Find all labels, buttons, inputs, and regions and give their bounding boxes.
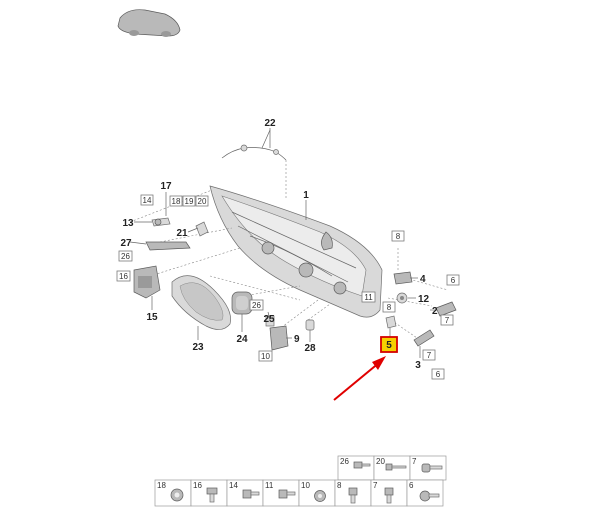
highlighted-callout-5[interactable]: 5 bbox=[380, 336, 398, 353]
legend-label-8: 8 bbox=[337, 481, 342, 490]
ref-box-11: 11 bbox=[361, 291, 376, 303]
callout-5: 5 bbox=[386, 340, 392, 351]
ref-box-7-right: 7 bbox=[440, 314, 454, 326]
callout-21: 21 bbox=[176, 228, 188, 239]
svg-text:26: 26 bbox=[252, 301, 261, 310]
ref-box-20: 20 bbox=[195, 195, 209, 207]
speaker-part bbox=[231, 291, 253, 315]
bolt-icon bbox=[385, 463, 407, 471]
ref-box-18: 18 bbox=[169, 195, 183, 207]
svg-text:7: 7 bbox=[445, 316, 450, 325]
callout-27: 27 bbox=[120, 238, 132, 249]
svg-text:19: 19 bbox=[185, 197, 194, 206]
callout-22: 22 bbox=[264, 118, 276, 129]
handle-rod-part bbox=[145, 241, 191, 251]
svg-text:8: 8 bbox=[396, 232, 401, 241]
ref-box-8-top: 8 bbox=[391, 230, 405, 242]
callout-23: 23 bbox=[192, 342, 204, 353]
bolt-icon bbox=[353, 461, 371, 469]
legend-label-7: 7 bbox=[373, 481, 378, 490]
callout-12: 12 bbox=[418, 294, 430, 305]
nut-icon bbox=[170, 488, 184, 502]
screw-part-13 bbox=[151, 217, 171, 227]
fastener-legend-bottom: 18 16 14 11 10 8 7 6 bbox=[154, 479, 444, 507]
callout-28: 28 bbox=[304, 343, 316, 354]
callout-17: 17 bbox=[160, 181, 172, 192]
door-shell-part bbox=[209, 185, 383, 318]
svg-text:11: 11 bbox=[364, 293, 373, 302]
striker-part-2 bbox=[435, 301, 457, 317]
grommet-part-12 bbox=[396, 292, 408, 304]
svg-text:20: 20 bbox=[198, 197, 207, 206]
ref-box-19: 19 bbox=[182, 195, 196, 207]
ref-box-26-mid: 26 bbox=[249, 299, 264, 311]
legend-label-11: 11 bbox=[265, 481, 274, 490]
ref-box-10: 10 bbox=[258, 350, 273, 362]
clip-part-28 bbox=[305, 319, 315, 331]
screw-icon bbox=[206, 487, 218, 503]
callout-13: 13 bbox=[122, 218, 134, 229]
boxed-labels: 14 18 19 20 26 16 26 10 8 11 8 6 7 7 6 bbox=[116, 194, 460, 380]
svg-text:26: 26 bbox=[121, 252, 130, 261]
bolt-icon bbox=[278, 489, 296, 499]
svg-text:7: 7 bbox=[427, 351, 432, 360]
legend-label-20: 20 bbox=[376, 457, 385, 466]
ref-box-26-left: 26 bbox=[118, 250, 133, 262]
ref-box-14: 14 bbox=[140, 194, 154, 206]
legend-label-14: 14 bbox=[229, 481, 238, 490]
screw-icon bbox=[384, 487, 394, 504]
svg-text:18: 18 bbox=[172, 197, 181, 206]
svg-text:14: 14 bbox=[143, 196, 152, 205]
bracket-part-25 bbox=[265, 315, 275, 327]
cable-part bbox=[221, 129, 287, 161]
car-thumbnail-icon[interactable] bbox=[117, 9, 181, 37]
check-strap-part-3 bbox=[413, 329, 435, 347]
nut-icon bbox=[314, 490, 326, 502]
callout-15: 15 bbox=[146, 312, 158, 323]
callout-4: 4 bbox=[420, 274, 426, 285]
bolt-icon bbox=[419, 490, 440, 502]
ref-box-7-low: 7 bbox=[422, 349, 436, 361]
callout-9: 9 bbox=[294, 334, 300, 345]
bolt-icon bbox=[242, 489, 260, 499]
callout-labels: 22 1 17 13 21 27 15 23 24 25 9 28 4 12 2… bbox=[120, 118, 438, 371]
callout-1: 1 bbox=[303, 190, 309, 201]
callout-25: 25 bbox=[263, 314, 275, 325]
ref-box-6-low: 6 bbox=[431, 368, 445, 380]
callout-leads bbox=[129, 128, 436, 358]
callout-24: 24 bbox=[236, 334, 248, 345]
callout-3: 3 bbox=[415, 360, 421, 371]
ref-box-8-mid: 8 bbox=[382, 301, 396, 313]
bolt-icon bbox=[421, 463, 443, 473]
legend-label-18: 18 bbox=[157, 481, 166, 490]
screw-icon bbox=[348, 487, 358, 504]
water-shield-part bbox=[171, 275, 231, 330]
callout-2: 2 bbox=[432, 306, 438, 317]
red-arrow-icon bbox=[333, 356, 386, 401]
fastener-legend-top: 26 20 7 bbox=[337, 455, 447, 481]
ref-box-6-top: 6 bbox=[446, 274, 460, 286]
svg-text:6: 6 bbox=[451, 276, 456, 285]
legend-label-6: 6 bbox=[409, 481, 414, 490]
door-lock-part bbox=[133, 265, 161, 299]
clip-part-21 bbox=[195, 221, 209, 237]
legend-label-16: 16 bbox=[193, 481, 202, 490]
svg-text:8: 8 bbox=[387, 303, 392, 312]
svg-text:16: 16 bbox=[119, 272, 128, 281]
svg-text:10: 10 bbox=[261, 352, 270, 361]
ref-box-16: 16 bbox=[116, 270, 131, 282]
switch-part-9 bbox=[269, 325, 289, 351]
hinge-part-4 bbox=[393, 271, 413, 285]
legend-label-26: 26 bbox=[340, 457, 349, 466]
svg-text:6: 6 bbox=[436, 370, 441, 379]
legend-label-7-top: 7 bbox=[412, 457, 417, 466]
legend-label-10: 10 bbox=[301, 481, 310, 490]
bolt-part-5 bbox=[385, 315, 397, 329]
